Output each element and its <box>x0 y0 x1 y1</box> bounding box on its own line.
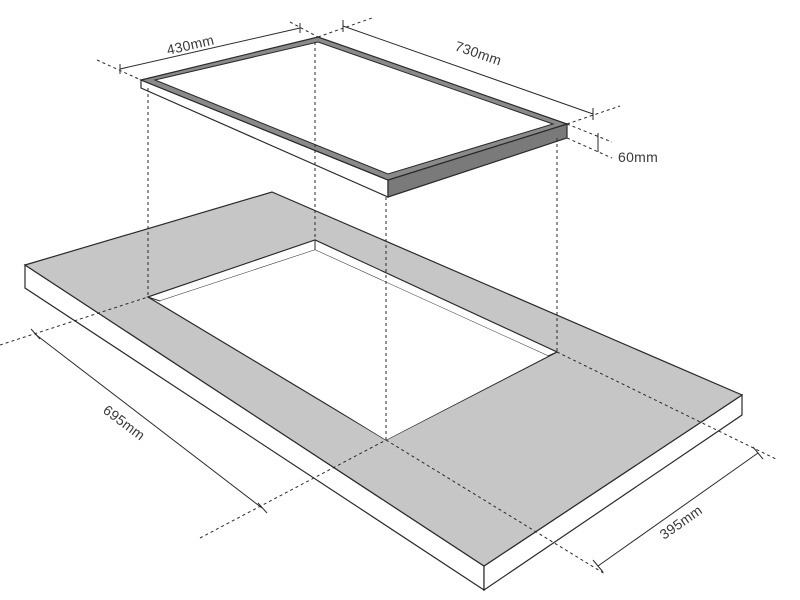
hob <box>139 36 569 198</box>
dimension-hob-depth <box>96 21 319 81</box>
label-hob-depth: 430mm <box>165 31 216 57</box>
dimension-lines <box>0 17 779 575</box>
dimension-hob-width <box>317 17 621 125</box>
dimension-cutout-width <box>0 296 387 539</box>
label-hob-height: 60mm <box>618 149 658 165</box>
projection-lines <box>147 42 558 440</box>
dimension-cutout-depth <box>385 351 779 575</box>
label-cutout-width: 695mm <box>100 402 148 444</box>
countertop <box>23 191 744 592</box>
label-hob-width: 730mm <box>453 38 504 69</box>
cutout-opening <box>160 250 548 440</box>
hob-glass-top <box>153 41 555 175</box>
dimension-hob-height <box>566 123 613 159</box>
